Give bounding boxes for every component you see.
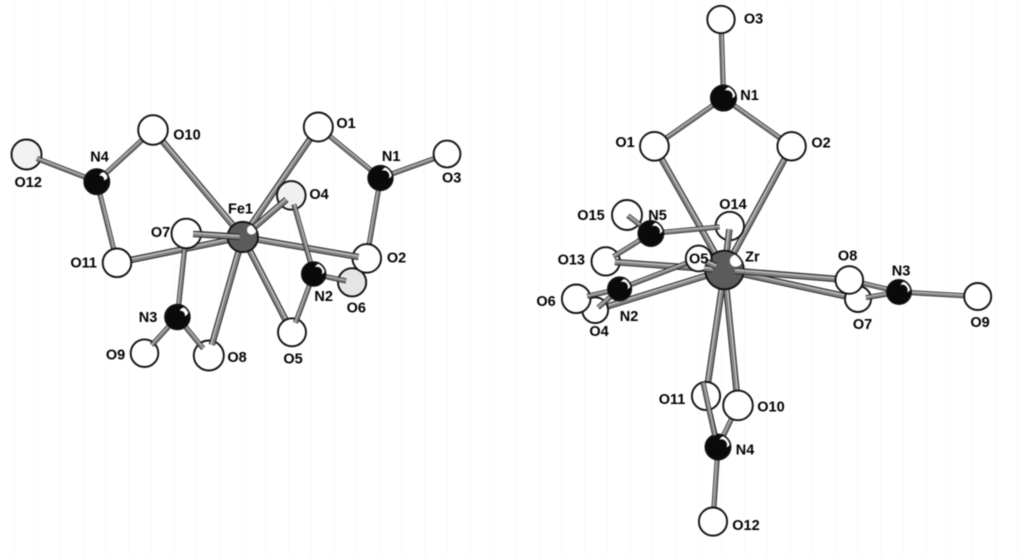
svg-text:O10: O10 <box>757 400 784 416</box>
svg-text:N1: N1 <box>740 88 759 104</box>
svg-text:Zr: Zr <box>745 250 760 266</box>
svg-text:O10: O10 <box>173 128 200 144</box>
svg-text:O13: O13 <box>558 252 585 268</box>
svg-text:N2: N2 <box>314 289 333 305</box>
svg-text:O9: O9 <box>106 348 125 364</box>
svg-text:N2: N2 <box>620 309 639 325</box>
svg-text:Fe1: Fe1 <box>228 202 253 218</box>
svg-text:O8: O8 <box>838 249 857 265</box>
svg-text:O6: O6 <box>536 294 555 310</box>
svg-text:N1: N1 <box>382 149 401 165</box>
svg-text:O1: O1 <box>615 135 634 151</box>
svg-text:O5: O5 <box>689 252 708 268</box>
svg-text:O6: O6 <box>347 301 366 317</box>
svg-text:O4: O4 <box>309 187 328 203</box>
svg-text:N3: N3 <box>892 264 911 280</box>
svg-text:O14: O14 <box>719 197 746 213</box>
svg-text:O15: O15 <box>577 208 604 224</box>
svg-text:O11: O11 <box>659 392 686 408</box>
svg-text:O9: O9 <box>970 315 989 331</box>
svg-text:O2: O2 <box>387 251 406 267</box>
svg-text:N4: N4 <box>736 443 755 459</box>
svg-text:O7: O7 <box>853 317 872 333</box>
svg-text:O11: O11 <box>70 256 97 272</box>
svg-text:O5: O5 <box>283 352 302 368</box>
svg-text:O12: O12 <box>14 175 41 191</box>
svg-text:O3: O3 <box>442 170 461 186</box>
svg-text:O3: O3 <box>744 12 763 28</box>
svg-text:N4: N4 <box>90 150 109 166</box>
svg-text:N3: N3 <box>139 310 158 326</box>
svg-text:O7: O7 <box>151 225 170 241</box>
svg-text:O12: O12 <box>732 518 759 534</box>
svg-text:O8: O8 <box>227 350 246 366</box>
svg-text:O1: O1 <box>336 116 355 132</box>
svg-text:O4: O4 <box>589 324 608 340</box>
svg-text:O2: O2 <box>811 136 830 152</box>
svg-text:N5: N5 <box>648 208 667 224</box>
